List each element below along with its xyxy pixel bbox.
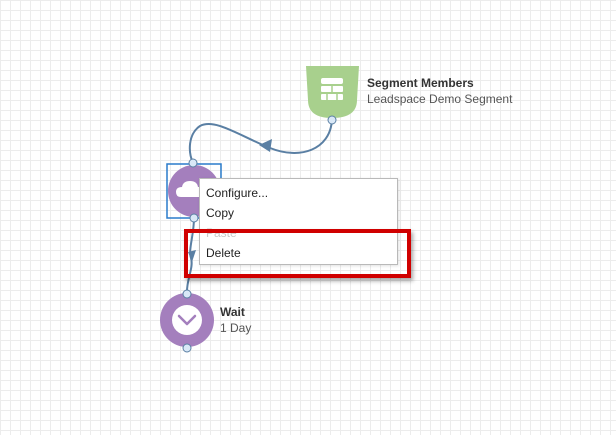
menu-item-configure[interactable]: Configure... <box>206 186 269 200</box>
connector-arrowhead-icon <box>259 139 272 152</box>
menu-item-delete[interactable]: Delete <box>206 246 241 260</box>
wait-output-port[interactable] <box>182 343 192 353</box>
connector-segment-to-action[interactable] <box>188 119 333 164</box>
segment-members-title: Segment Members <box>367 76 474 90</box>
action-output-port[interactable] <box>189 213 199 223</box>
menu-item-copy[interactable]: Copy <box>206 206 235 220</box>
segment-output-port[interactable] <box>327 115 337 125</box>
menu-item-paste: Paste <box>206 226 237 240</box>
action-input-port[interactable] <box>188 158 198 168</box>
segment-members-label: Segment Members Leadspace Demo Segment <box>367 75 512 107</box>
wait-title: Wait <box>220 305 245 319</box>
wait-input-port[interactable] <box>182 289 192 299</box>
context-menu: Configure... Copy Paste Delete <box>199 178 398 265</box>
clock-icon <box>172 305 202 335</box>
connector-arrowhead-icon <box>188 250 196 262</box>
segment-members-node[interactable] <box>306 66 359 125</box>
wait-label: Wait 1 Day <box>220 304 251 336</box>
cloud-icon <box>176 181 206 197</box>
server-icon <box>321 78 343 100</box>
wait-subtitle: 1 Day <box>220 321 252 335</box>
segment-members-subtitle: Leadspace Demo Segment <box>367 92 513 106</box>
wait-node[interactable] <box>160 289 214 353</box>
